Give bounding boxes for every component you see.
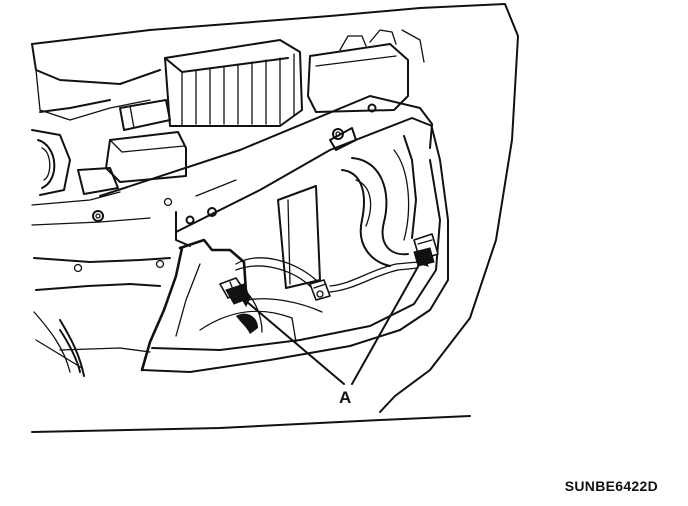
connector-middle <box>309 279 331 301</box>
callout-leaders <box>238 254 429 385</box>
engine-bay-left <box>31 43 171 373</box>
engine-components <box>73 29 425 273</box>
hood-outline <box>31 3 519 433</box>
headlamp-housing <box>140 127 449 373</box>
figure-code: SUNBE6422D <box>564 478 658 494</box>
fender-curve <box>35 319 85 377</box>
callout-label-a: A <box>339 388 352 407</box>
connector-right <box>413 233 439 267</box>
connector-left <box>219 277 251 305</box>
